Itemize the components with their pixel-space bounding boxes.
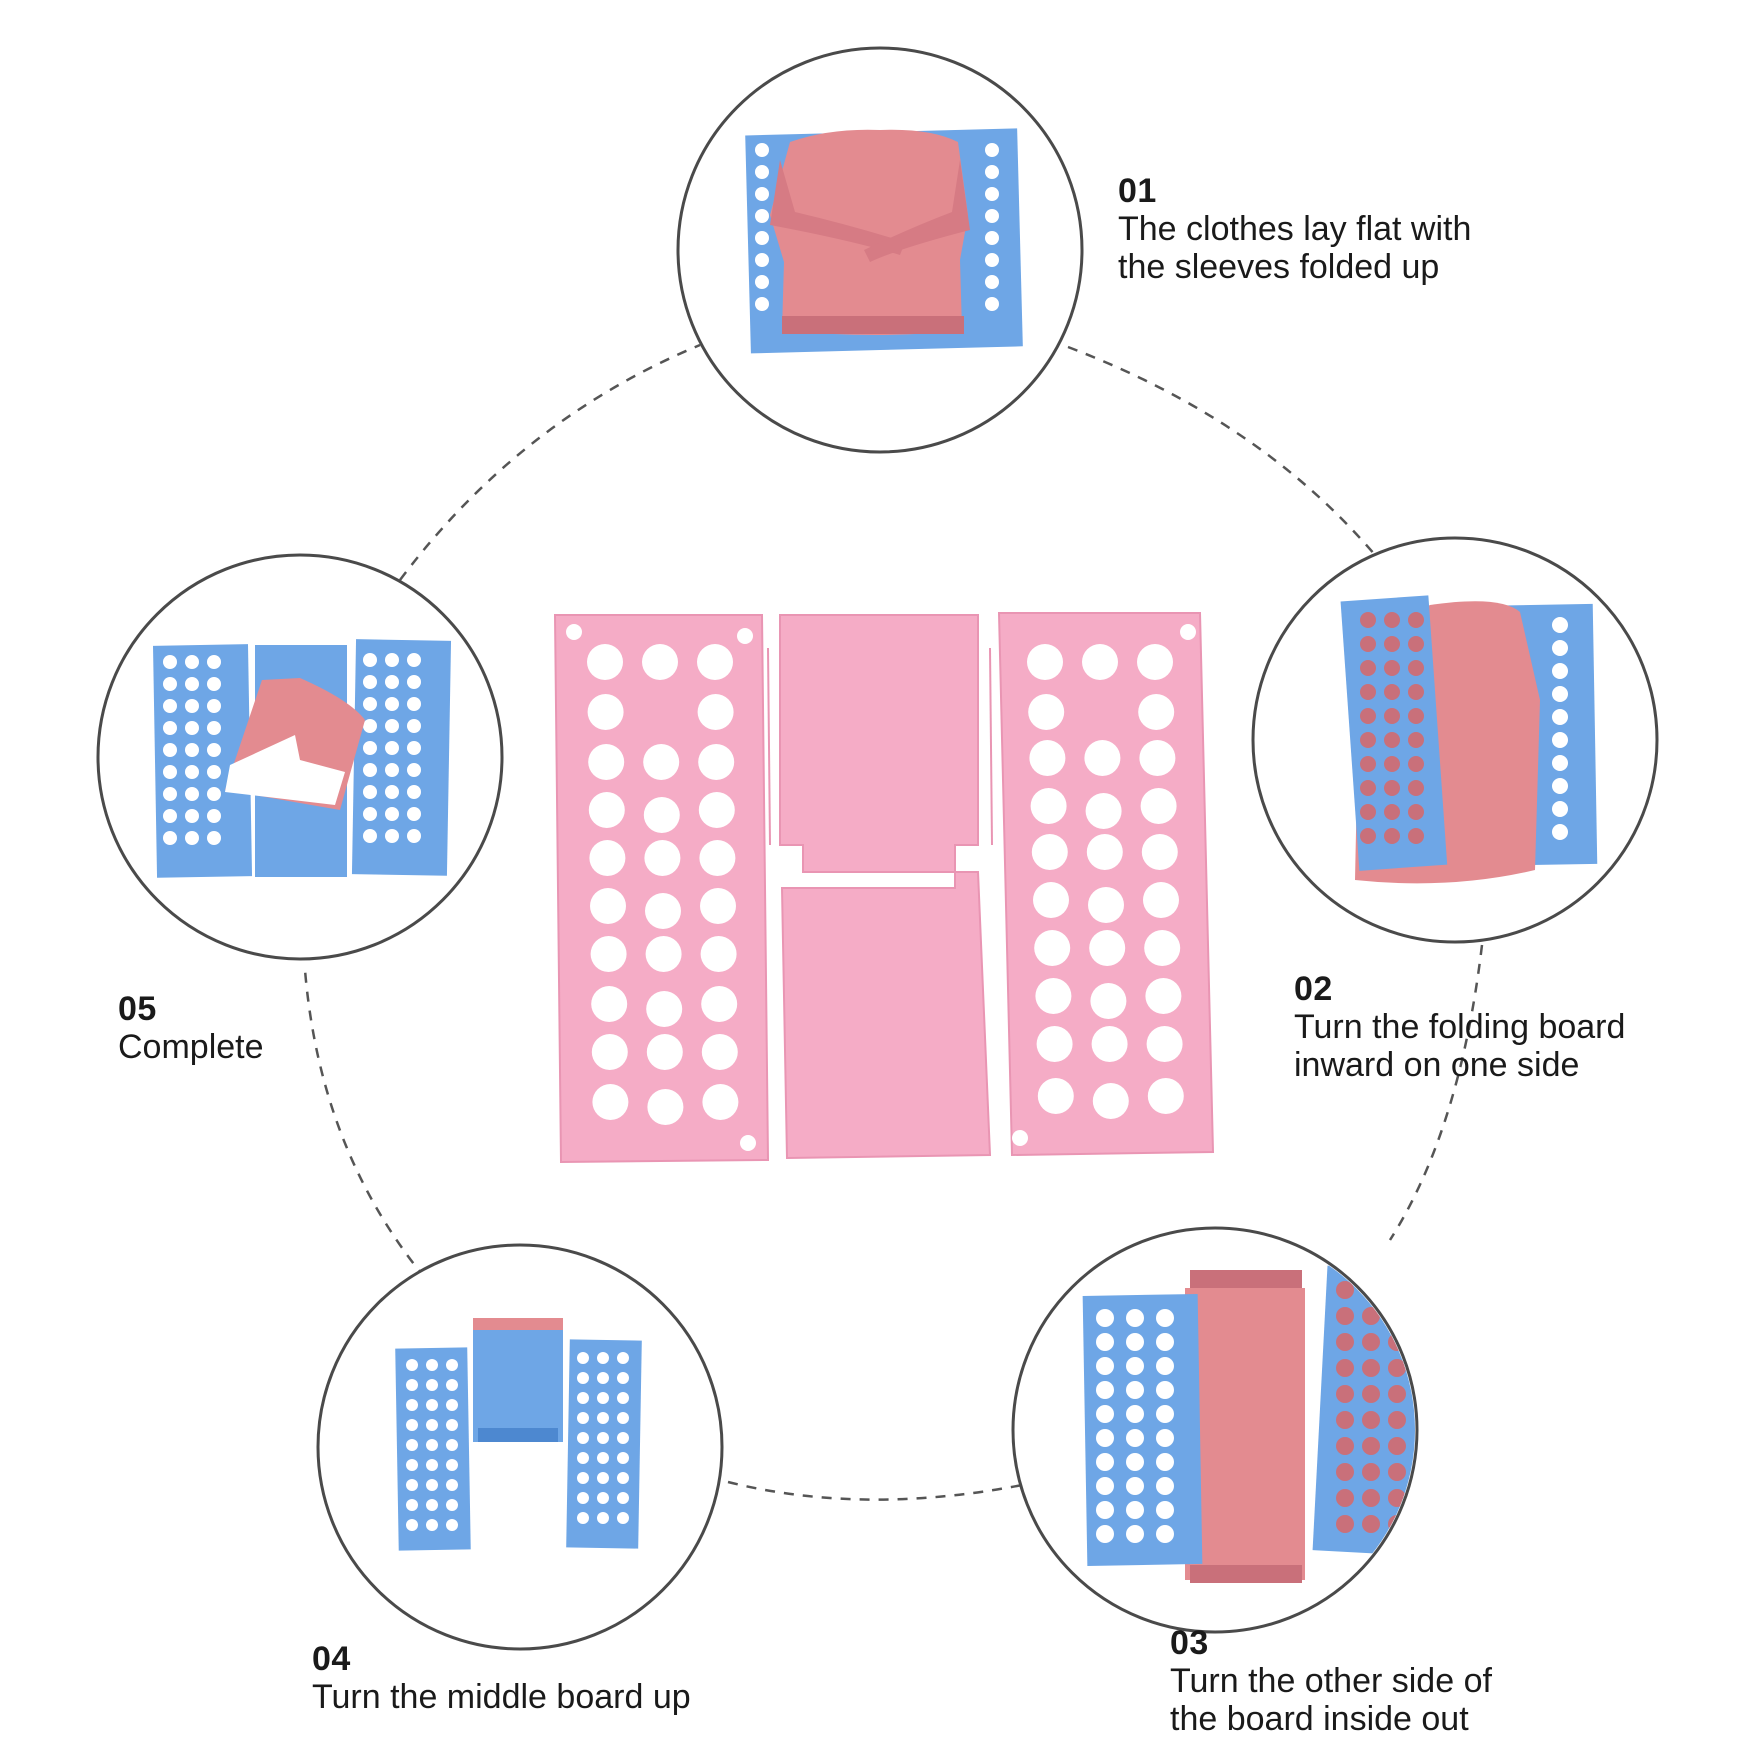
step-3-label: 03 Turn the other side of the board insi…	[1170, 1624, 1492, 1738]
step-5-illustration	[96, 553, 504, 961]
step-1-label: 01 The clothes lay flat with the sleeves…	[1118, 172, 1471, 286]
step-3-number: 03	[1170, 1624, 1209, 1662]
step-2-number: 02	[1294, 970, 1333, 1008]
step-5-number: 05	[118, 990, 157, 1028]
connector-1-2	[1067, 345, 1376, 556]
step-4-illustration	[316, 1243, 724, 1651]
step-4-label: 04 Turn the middle board up	[312, 1640, 691, 1716]
fold-left-panel-icon	[1340, 595, 1598, 884]
shirt-on-board-icon	[745, 128, 1023, 354]
connector-2-3	[1388, 944, 1484, 1241]
fold-middle-panel-icon	[395, 1318, 642, 1551]
step-3-illustration	[1011, 1226, 1419, 1634]
step-5-label: 05 Complete	[118, 990, 264, 1066]
step-1-illustration	[676, 46, 1084, 454]
step-2-label: 02 Turn the folding board inward on one …	[1294, 970, 1625, 1084]
step-3-description: Turn the other side of the board inside …	[1170, 1662, 1492, 1739]
step-5-description: Complete	[118, 1028, 264, 1067]
step-1-description: The clothes lay flat with the sleeves fo…	[1118, 210, 1472, 287]
step-1-number: 01	[1118, 172, 1157, 210]
folded-shirt-icon	[153, 639, 452, 878]
step-4-number: 04	[312, 1640, 351, 1678]
step-4-description: Turn the middle board up	[312, 1678, 691, 1717]
connector-5-1	[399, 343, 701, 581]
folding-board-icon	[553, 612, 1215, 1164]
step-2-description: Turn the folding board inward on one sid…	[1294, 1008, 1626, 1085]
fold-right-panel-icon	[1082, 1265, 1415, 1583]
connector-4-5	[303, 969, 426, 1279]
step-2-illustration	[1251, 536, 1659, 944]
